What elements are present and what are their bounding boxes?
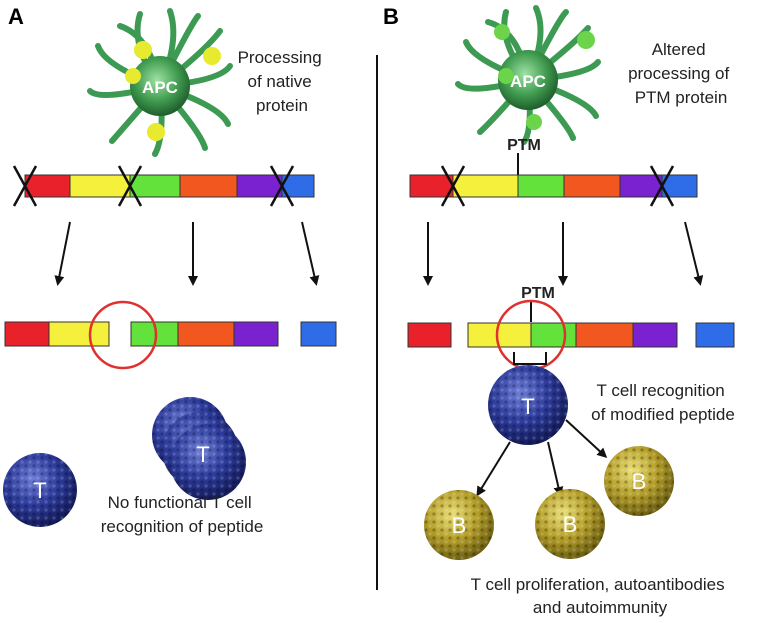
apc-body-a [130, 56, 190, 116]
segment-green [129, 174, 181, 198]
processing-text-b-line2: processing of [628, 64, 729, 83]
cleavage-x-3 [269, 165, 295, 207]
cleavage-marks-a [12, 165, 295, 207]
fragment-orange [177, 321, 235, 347]
t-cell-a: T [3, 453, 77, 527]
tcr-bracket [513, 352, 547, 365]
fragment-red [407, 322, 452, 348]
b-cell-2: B [535, 489, 605, 559]
antigen-dot-a3 [125, 68, 141, 84]
segment-yellow [69, 174, 131, 198]
b-cell-label-1: B [452, 513, 467, 538]
segment-red [24, 174, 71, 198]
arrows-b [423, 221, 704, 286]
processing-text-a: Processing of native protein [238, 48, 327, 115]
panel-a: A APC [3, 4, 337, 536]
recognition-text-a-line2: recognition of peptide [101, 517, 264, 536]
segment-yellow [452, 174, 519, 198]
antigen-dot-a4 [147, 123, 165, 141]
panel-a-letter: A [8, 4, 24, 29]
arrows-to-b-cells [476, 419, 608, 497]
apc-label-b: APC [510, 72, 546, 91]
t-cell-label-a: T [33, 478, 46, 503]
b-cell-1: B [424, 490, 494, 560]
arrow-to-b-cell-1 [476, 441, 511, 497]
cleavage-x-2 [649, 165, 675, 207]
ptm-label-top: PTM [507, 137, 541, 154]
b-cell-label-3: B [632, 469, 647, 494]
antigen-dot-b3 [498, 68, 514, 84]
ptm-label-mid: PTM [521, 285, 555, 302]
fragment-purple [233, 321, 279, 347]
apc-cell-b: APC [455, 5, 601, 145]
protein-bar-a [24, 174, 315, 198]
segment-red [409, 174, 454, 198]
cleavage-x-1 [12, 165, 38, 207]
t-cell-cluster-a: T [152, 397, 246, 500]
arrow-a-3 [301, 221, 320, 286]
recognition-text-b-line1: T cell recognition [597, 381, 725, 400]
fragment-blue [300, 321, 337, 347]
recognition-text-a-line1: No functional T cell [108, 493, 252, 512]
peptide-fragments-a [4, 321, 337, 347]
fragment-purple [632, 322, 678, 348]
panel-b-letter: B [383, 4, 399, 29]
arrow-b-3 [684, 221, 704, 286]
arrow-a-1 [54, 221, 71, 286]
antigen-dot-a1 [134, 41, 152, 59]
fragment-blue [695, 322, 735, 348]
segment-orange [179, 174, 238, 198]
t-cell-label-b: T [521, 394, 534, 419]
cleavage-x-1 [440, 165, 466, 207]
processing-text-a-line3: protein [256, 96, 308, 115]
peptide-fragments-b [407, 322, 735, 348]
apc-label-a: APC [142, 78, 178, 97]
fragment-yellow [467, 322, 532, 348]
segment-orange [563, 174, 621, 198]
t-cluster-label-a: T [196, 442, 209, 467]
antigen-dot-b4 [526, 114, 542, 130]
b-cell-label-2: B [563, 512, 578, 537]
highlight-circle-a [88, 300, 158, 370]
apc-body-b [498, 50, 558, 110]
b-cell-3: B [604, 446, 674, 516]
antigen-dot-a2 [203, 47, 221, 65]
segment-purple [236, 174, 283, 198]
t-cell-b: T [488, 365, 568, 445]
processing-text-a-line1: Processing [238, 48, 322, 67]
outcome-text-b-line1: T cell proliferation, autoantibodies [471, 575, 725, 594]
antigen-dot-b2 [577, 31, 595, 49]
segment-green [517, 174, 565, 198]
protein-bar-b [409, 174, 698, 198]
arrow-to-b-cell-3 [565, 419, 608, 459]
segment-purple [619, 174, 663, 198]
arrows-a [54, 221, 320, 286]
fragment-red [4, 321, 50, 347]
fragment-orange [575, 322, 634, 348]
processing-text-b-line1: Altered [652, 40, 706, 59]
processing-text-b-line3: PTM protein [635, 88, 728, 107]
panel-b: B APC [383, 4, 735, 617]
processing-text-b: Altered processing of PTM protein [628, 40, 734, 107]
antigen-dot-b1 [494, 24, 510, 40]
apc-cell-a: APC [87, 8, 233, 157]
arrow-to-b-cell-2 [547, 441, 564, 497]
fragment-yellow [48, 321, 110, 347]
outcome-text-b-line2: and autoimmunity [533, 598, 668, 617]
outcome-text-b: T cell proliferation, autoantibodies and… [471, 575, 730, 617]
recognition-text-a: No functional T cell recognition of pept… [101, 493, 264, 536]
processing-text-a-line2: of native [248, 72, 312, 91]
cleavage-marks-b [440, 165, 675, 207]
recognition-text-b: T cell recognition of modified peptide [591, 381, 735, 424]
recognition-text-b-line2: of modified peptide [591, 405, 735, 424]
cleavage-x-2 [117, 165, 143, 207]
fragment-green [530, 322, 577, 348]
